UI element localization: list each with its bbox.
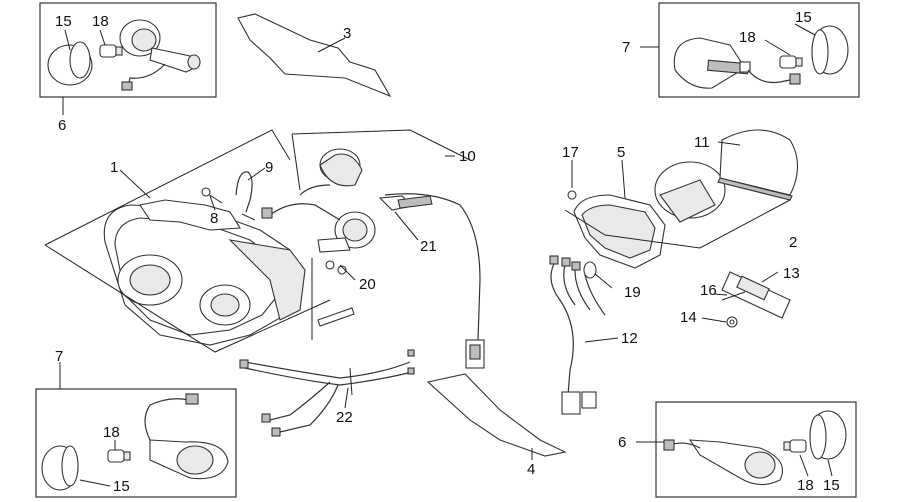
label-7: 7 <box>622 39 630 56</box>
label-15: 15 <box>113 478 130 495</box>
label-14: 14 <box>680 309 697 326</box>
inset-box-top-right <box>658 2 860 98</box>
label-1: 1 <box>110 159 118 176</box>
indicator-body-part[interactable] <box>688 439 784 486</box>
label-20: 20 <box>359 276 376 293</box>
label-18: 18 <box>797 477 814 494</box>
label-6: 6 <box>618 434 626 451</box>
label-15: 15 <box>795 9 812 26</box>
label-11: 11 <box>694 134 710 151</box>
label-8: 8 <box>210 210 218 227</box>
tail-wiring-part[interactable] <box>549 255 606 415</box>
label-13: 13 <box>783 265 800 282</box>
label-21: 21 <box>420 238 437 255</box>
leader-lines <box>59 23 833 487</box>
headlight-part[interactable] <box>103 199 306 346</box>
bolt-part[interactable] <box>721 291 746 301</box>
label-2: 2 <box>789 234 797 251</box>
inset-box-bottom-left <box>35 388 237 498</box>
headlight-group-bracket <box>44 129 331 353</box>
label-6: 6 <box>58 117 66 134</box>
label-9: 9 <box>265 159 273 176</box>
gasket-part[interactable] <box>237 13 392 98</box>
tail-light-unit-part[interactable] <box>654 161 726 223</box>
label-4: 4 <box>527 461 535 478</box>
label-18: 18 <box>92 13 109 30</box>
bulb-part[interactable] <box>779 55 803 69</box>
screw-part[interactable] <box>567 190 577 200</box>
inset-box-bottom-right <box>655 401 857 498</box>
indicator-body-part[interactable] <box>673 37 751 89</box>
label-7: 7 <box>55 348 63 365</box>
headlight-wiring-part[interactable] <box>261 129 485 369</box>
label-18: 18 <box>739 29 756 46</box>
label-22: 22 <box>336 409 353 426</box>
bulb-socket-part[interactable] <box>317 237 351 275</box>
bulb-part[interactable] <box>107 449 131 463</box>
seal-part[interactable] <box>426 373 567 457</box>
tail-light-housing-part[interactable] <box>573 194 666 269</box>
label-15: 15 <box>55 13 72 30</box>
label-19: 19 <box>624 284 641 301</box>
tail-group-bracket <box>564 199 791 249</box>
bulb-part[interactable] <box>783 439 807 453</box>
callout-labels: 15 18 6 3 7 18 15 1 9 8 10 11 17 5 21 2 … <box>55 9 840 495</box>
indicator-lens-part[interactable] <box>811 25 849 75</box>
indicator-body-part[interactable] <box>149 439 229 480</box>
indicator-lens-part[interactable] <box>47 41 93 86</box>
label-15: 15 <box>823 477 840 494</box>
label-12: 12 <box>621 330 638 347</box>
label-18: 18 <box>103 424 120 441</box>
label-3: 3 <box>343 25 351 42</box>
label-16: 16 <box>700 282 717 299</box>
indicator-lens-part[interactable] <box>41 445 79 491</box>
label-5: 5 <box>617 144 625 161</box>
wiring-harness-part[interactable] <box>239 349 415 437</box>
nut-part[interactable] <box>726 316 738 328</box>
bulb-holder-part[interactable] <box>334 195 433 249</box>
label-10: 10 <box>459 148 476 165</box>
wire-clip-part[interactable] <box>235 171 256 221</box>
bulb-part[interactable] <box>99 44 123 58</box>
inset-box-top-left <box>39 2 217 98</box>
label-17: 17 <box>562 144 579 161</box>
tail-light-lens-part[interactable] <box>717 129 799 201</box>
indicator-body-part[interactable] <box>119 19 201 73</box>
plate-light-part[interactable] <box>721 271 791 319</box>
bulb-part[interactable] <box>583 261 597 279</box>
screw-part[interactable] <box>201 187 223 204</box>
indicator-lens-part[interactable] <box>809 410 847 460</box>
